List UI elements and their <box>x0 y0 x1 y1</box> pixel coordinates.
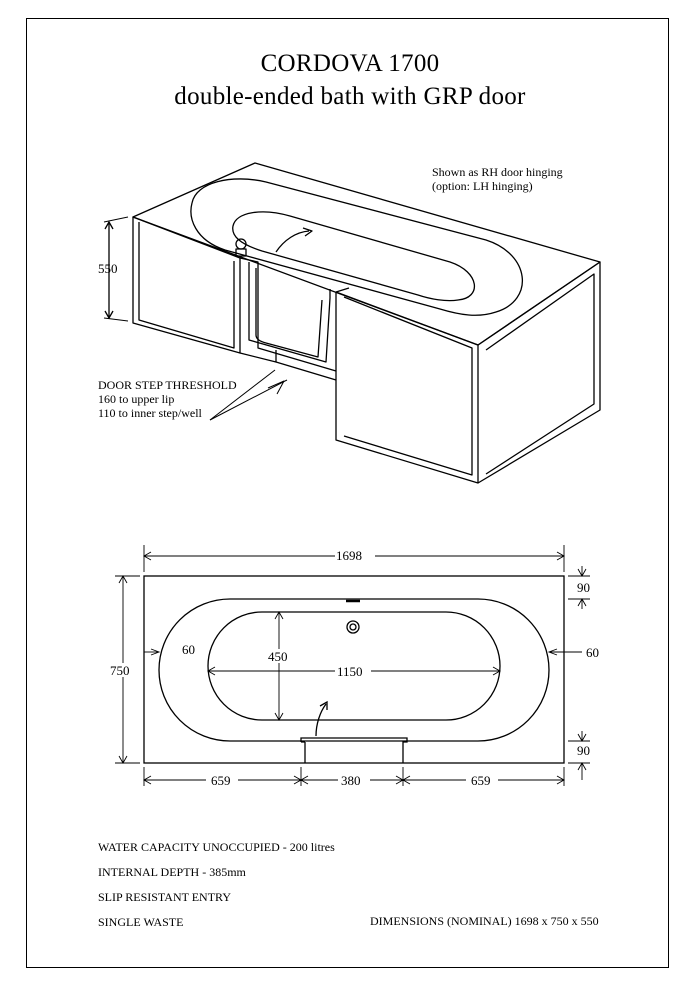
iso-front-panel <box>132 216 241 354</box>
iso-door-frame <box>239 257 350 372</box>
spec-internal-depth: INTERNAL DEPTH - 385mm <box>98 865 246 879</box>
threshold-line2: 110 to inner step/well <box>98 406 202 420</box>
dim-side-left: 659 <box>211 773 231 788</box>
hinge-note: Shown as RH door hinging (option: LH hin… <box>432 165 563 193</box>
iso-front-panel-right <box>335 291 479 484</box>
threshold-note: DOOR STEP THRESHOLD 160 to upper lip 110… <box>98 378 237 420</box>
dim-rim-left: 60 <box>182 642 195 657</box>
dim-well-width: 450 <box>268 649 288 664</box>
hinge-note-line1: Shown as RH door hinging <box>432 165 563 179</box>
iso-end-panel <box>477 261 601 484</box>
plan-dimensions <box>115 545 590 786</box>
dim-overall-width: 750 <box>110 663 130 678</box>
plan-waste <box>346 620 360 634</box>
plan-view <box>143 575 565 764</box>
iso-door <box>248 262 331 363</box>
threshold-leader <box>209 379 288 421</box>
plan-door-step <box>300 737 408 763</box>
iso-bowl-outer <box>190 178 523 316</box>
spec-single-waste: SINGLE WASTE <box>98 915 184 929</box>
iso-height-label: 550 <box>98 261 118 276</box>
dim-door-width: 380 <box>341 773 361 788</box>
isometric-view <box>103 162 601 484</box>
threshold-heading: DOOR STEP THRESHOLD <box>98 378 237 392</box>
product-title: CORDOVA 1700 <box>260 50 440 77</box>
spec-slip-resistant: SLIP RESISTANT ENTRY <box>98 890 232 904</box>
plan-bowl <box>158 598 550 742</box>
plan-dimension-labels: 1698 750 90 90 60 60 450 1150 659 380 65… <box>108 548 599 788</box>
hinge-note-line2: (option: LH hinging) <box>432 179 533 193</box>
drawing-frame <box>26 18 669 968</box>
iso-top-rim <box>132 162 601 346</box>
dim-rim-bottom: 90 <box>577 743 590 758</box>
plan-well <box>207 611 501 721</box>
product-subtitle: double-ended bath with GRP door <box>174 83 526 110</box>
spec-water-capacity: WATER CAPACITY UNOCCUPIED - 200 litres <box>98 840 335 854</box>
iso-door-arrow <box>275 230 310 253</box>
dim-rim-right: 60 <box>586 645 599 660</box>
iso-well <box>232 211 475 302</box>
threshold-line1: 160 to upper lip <box>98 392 175 406</box>
dim-overall-length: 1698 <box>336 548 362 563</box>
dimensions-note: DIMENSIONS (NOMINAL) 1698 x 750 x 550 <box>370 914 599 928</box>
dim-well-length: 1150 <box>337 664 363 679</box>
dim-side-right: 659 <box>471 773 491 788</box>
dim-rim-top: 90 <box>577 580 590 595</box>
plan-outer <box>143 575 565 764</box>
